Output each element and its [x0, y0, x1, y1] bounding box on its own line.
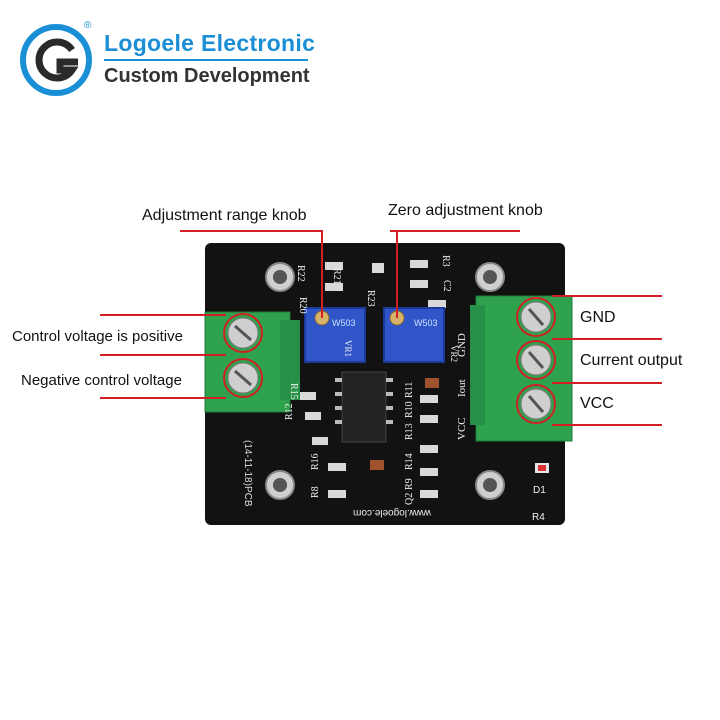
vr2-code: W503 [414, 318, 438, 328]
registered-mark: ® [84, 20, 92, 31]
callout-current-output: Current output [580, 352, 683, 369]
silk-q2: Q2 [404, 493, 415, 505]
callout-gnd: GND [580, 309, 616, 326]
callout-vcc: VCC [580, 395, 614, 412]
potentiometer-vr1 [304, 307, 366, 363]
left-terminal-block [204, 311, 300, 413]
callout-adjustment-range-knob: Adjustment range knob [142, 207, 307, 224]
silk-r9: R9 [404, 478, 415, 490]
silk-r13: R13 [404, 423, 415, 440]
silk-pin-iout: Iout [456, 379, 468, 397]
silk-c2: C2 [441, 280, 452, 292]
vr1-code: W503 [332, 318, 356, 328]
logoele-logo-icon [20, 24, 92, 96]
silk-pin-vcc: VCC [456, 417, 468, 440]
callout-control-voltage-positive: Control voltage is positive [12, 328, 183, 345]
potentiometer-vr2 [383, 307, 445, 363]
callout-lines [100, 230, 662, 426]
silk-r10: R10 [404, 401, 415, 418]
brand-divider [104, 59, 308, 61]
silk-r4: R4 [532, 512, 545, 523]
silk-r21: R21 [331, 268, 342, 285]
silk-vr2: VR2 [449, 345, 459, 362]
silk-r11: R11 [404, 382, 415, 398]
silk-pin-gnd: GND [456, 333, 468, 357]
silk-r20: R20 [297, 297, 308, 314]
silk-website: www.logoele.com [353, 507, 432, 518]
right-terminal-block [470, 295, 573, 442]
callout-negative-control-voltage: Negative control voltage [21, 372, 182, 389]
silk-r12: R12 [284, 403, 295, 420]
silk-r16: R16 [310, 453, 321, 470]
brand-tagline: Custom Development [104, 65, 310, 87]
callout-zero-adjustment-knob: Zero adjustment knob [388, 202, 543, 219]
silk-r22: R22 [295, 265, 306, 282]
silk-r23: R23 [365, 290, 376, 307]
silk-vr1: VR1 [343, 340, 353, 357]
smd-components [300, 260, 446, 498]
brand-name: Logoele Electronic [104, 30, 316, 56]
silk-r8: R8 [310, 486, 321, 498]
silk-pcb-code: (14-11-18)PCB [242, 440, 253, 507]
silk-r15: R15 [288, 383, 299, 400]
silk-r3: R3 [440, 255, 451, 267]
silk-r14: R14 [404, 453, 415, 470]
op-amp-chip [341, 371, 387, 443]
silk-d1: D1 [533, 485, 546, 496]
